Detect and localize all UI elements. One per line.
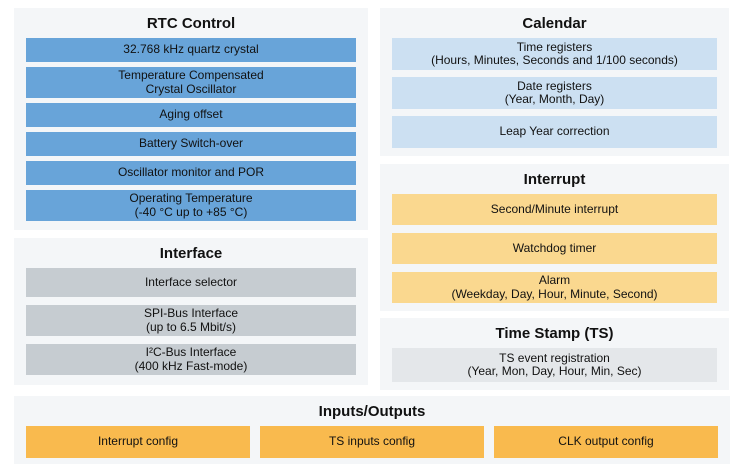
time-stamp-panel: Time Stamp (TS) TS event registration (Y…	[380, 318, 729, 390]
inputs-outputs-title: Inputs/Outputs	[318, 403, 426, 420]
calendar-panel: Calendar Time registers (Hours, Minutes,…	[380, 8, 729, 156]
calendar-title: Calendar	[522, 15, 587, 32]
interface-title: Interface	[159, 245, 223, 262]
feature-item-clk-output-config: CLK output config	[494, 426, 718, 458]
feature-item-interface-selector: Interface selector	[26, 268, 356, 297]
interrupt-items: Second/Minute interrupt Watchdog timer A…	[392, 194, 717, 303]
feature-item-alarm: Alarm (Weekday, Day, Hour, Minute, Secon…	[392, 272, 717, 303]
feature-item-aging-offset: Aging offset	[26, 103, 356, 127]
calendar-items: Time registers (Hours, Minutes, Seconds …	[392, 38, 717, 148]
feature-item-date-registers: Date registers (Year, Month, Day)	[392, 77, 717, 109]
feature-item-spi-bus: SPI-Bus Interface (up to 6.5 Mbit/s)	[26, 305, 356, 336]
interrupt-title: Interrupt	[523, 171, 586, 188]
feature-item-interrupt-config: Interrupt config	[26, 426, 250, 458]
feature-item-time-registers: Time registers (Hours, Minutes, Seconds …	[392, 38, 717, 70]
rtc-control-title: RTC Control	[146, 15, 236, 32]
rtc-control-panel: RTC Control 32.768 kHz quartz crystal Te…	[14, 8, 368, 230]
feature-item-leap-year: Leap Year correction	[392, 116, 717, 148]
feature-item-quartz-crystal: 32.768 kHz quartz crystal	[26, 38, 356, 62]
interface-panel: Interface Interface selector SPI-Bus Int…	[14, 238, 368, 385]
time-stamp-title: Time Stamp (TS)	[495, 325, 614, 342]
feature-item-battery-switch-over: Battery Switch-over	[26, 132, 356, 156]
inputs-outputs-panel: Inputs/Outputs Interrupt config TS input…	[14, 396, 730, 464]
feature-item-tcxo: Temperature Compensated Crystal Oscillat…	[26, 67, 356, 98]
time-stamp-items: TS event registration (Year, Mon, Day, H…	[392, 348, 717, 382]
feature-item-ts-inputs-config: TS inputs config	[260, 426, 484, 458]
feature-item-watchdog-timer: Watchdog timer	[392, 233, 717, 264]
interface-items: Interface selector SPI-Bus Interface (up…	[26, 268, 356, 377]
rtc-control-items: 32.768 kHz quartz crystal Temperature Co…	[26, 38, 356, 222]
feature-item-ts-event-registration: TS event registration (Year, Mon, Day, H…	[392, 348, 717, 382]
feature-item-operating-temperature: Operating Temperature (-40 °C up to +85 …	[26, 190, 356, 221]
feature-item-i2c-bus: I²C-Bus Interface (400 kHz Fast-mode)	[26, 344, 356, 375]
feature-item-second-minute-interrupt: Second/Minute interrupt	[392, 194, 717, 225]
interrupt-panel: Interrupt Second/Minute interrupt Watchd…	[380, 164, 729, 311]
feature-item-oscillator-monitor: Oscillator monitor and POR	[26, 161, 356, 185]
inputs-outputs-items: Interrupt config TS inputs config CLK ou…	[26, 426, 718, 458]
